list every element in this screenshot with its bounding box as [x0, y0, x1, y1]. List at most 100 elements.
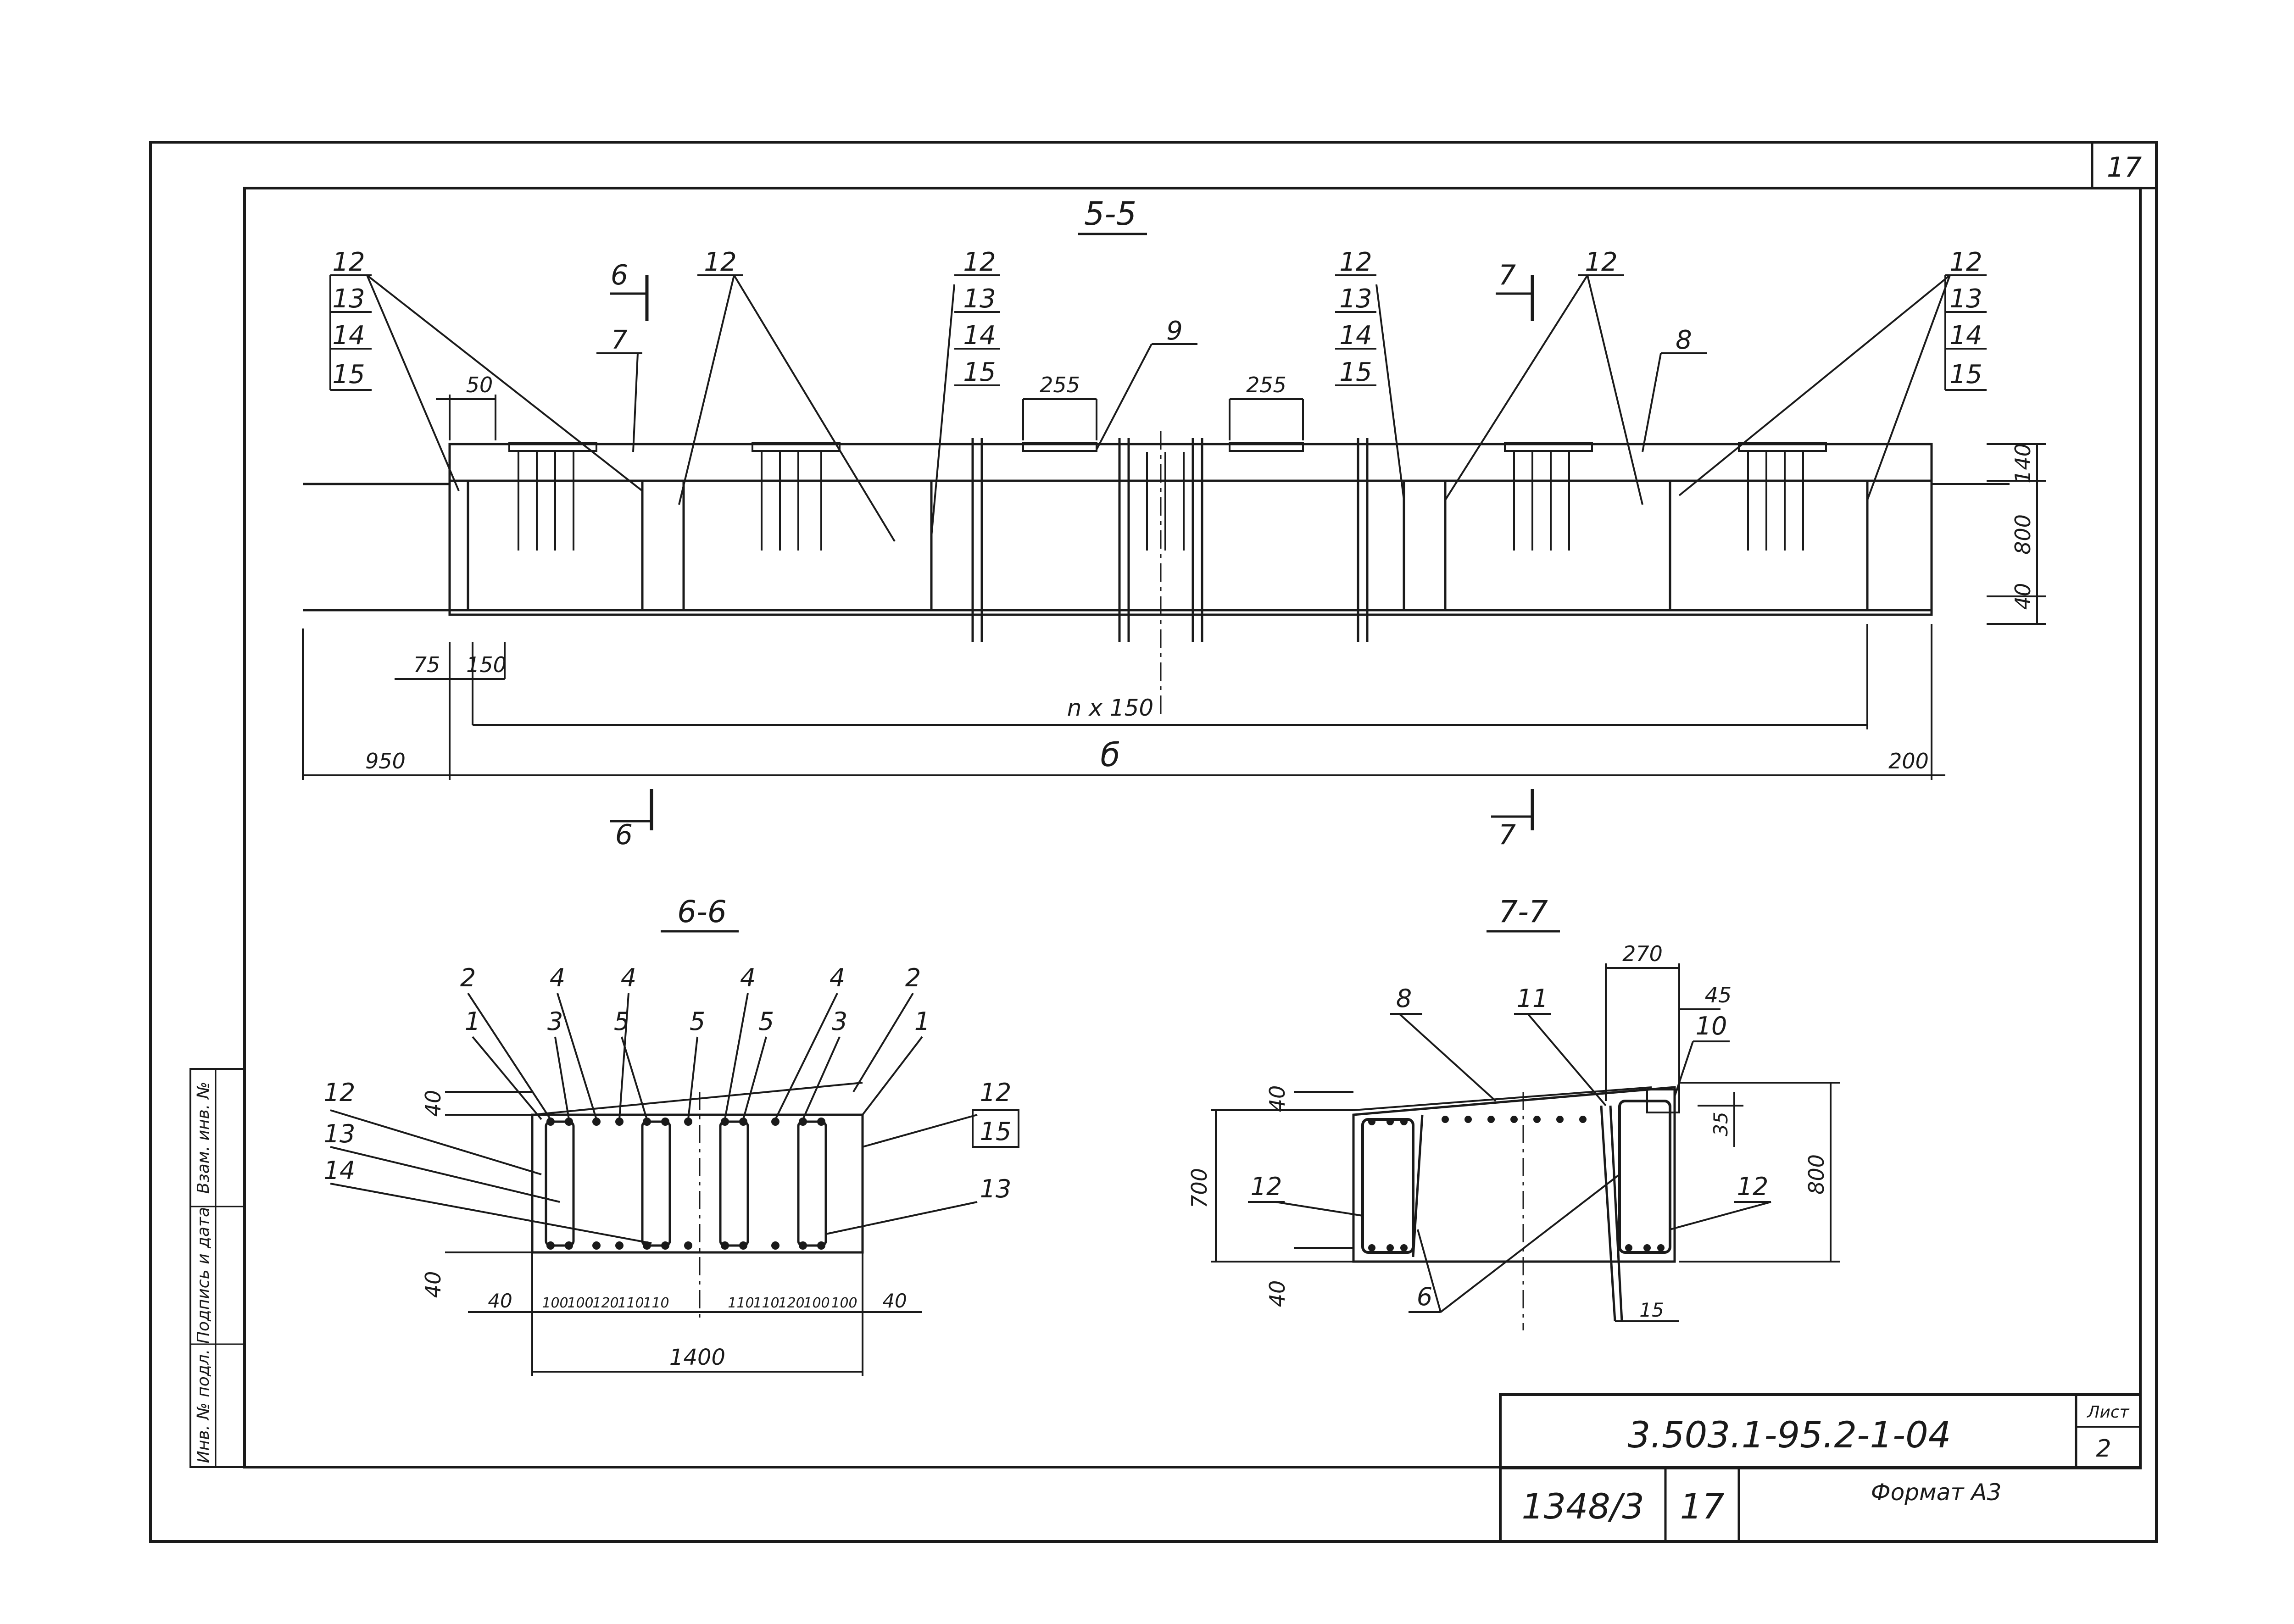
cut-marker-6-top: 6 [610, 259, 649, 321]
s6-bdim-2: 100 [542, 1295, 568, 1311]
s7-dim-700: 700 [1187, 1168, 1212, 1208]
s6-top-label-6: 2 [905, 963, 921, 992]
s6-right-label-1: 12 [980, 1078, 1012, 1107]
beam-top-slab [448, 443, 1933, 482]
section-6-dimensions [445, 1091, 922, 1376]
section-5-title: 5-5 [1084, 195, 1136, 233]
cut-6-bottom-label: 6 [615, 819, 633, 851]
stamp-field-2: Подпись и дата [194, 1207, 213, 1344]
dim-b: б [1100, 736, 1120, 774]
label-12a: 12 [704, 247, 736, 277]
cut-marker-7-bottom: 7 [1491, 789, 1534, 851]
s6-bdim-12: 40 [882, 1290, 907, 1312]
sheet-value: 2 [2096, 1435, 2111, 1463]
s7-dim-15: 15 [1639, 1299, 1664, 1321]
dim-200: 200 [1888, 749, 1929, 773]
s7-label-11: 11 [1517, 984, 1548, 1013]
s6-dim-40-top: 40 [421, 1090, 445, 1117]
format-label: Формат А3 [1871, 1479, 2002, 1506]
section-6-top-slope [532, 1082, 863, 1116]
s6-label-2-2: 3 [547, 1007, 563, 1036]
callout-mid-1: 12 [963, 247, 996, 277]
plate-2 [752, 442, 841, 452]
s6-bdim-10: 100 [803, 1295, 830, 1311]
s6-bdim-1: 40 [488, 1290, 512, 1312]
doc-code: 3.503.1-95.2-1-04 [1628, 1415, 1951, 1456]
label-8: 8 [1676, 325, 1692, 355]
label-9: 9 [1166, 316, 1183, 346]
section-6-top-bars [546, 1118, 825, 1126]
s7-dim-40-bot: 40 [1265, 1280, 1290, 1307]
s6-label-2-4: 5 [690, 1007, 705, 1036]
section-7-plate-10 [1646, 1089, 1680, 1113]
s6-top-label-3: 4 [621, 963, 636, 992]
sheet-number-box [2091, 141, 2158, 189]
callout-center-3: 14 [1339, 321, 1372, 350]
callout-stack-mid: 12 13 14 15 [954, 247, 1000, 387]
cut-marker-7-top: 7 [1496, 259, 1534, 321]
callout-center-4: 15 [1339, 357, 1372, 387]
inner-frame [243, 187, 2142, 1468]
section-7-top-slope [1353, 1086, 1652, 1111]
callout-right-3: 14 [1949, 321, 1982, 350]
s6-bdim-9: 120 [778, 1295, 804, 1311]
s6-top-label-5: 4 [830, 963, 845, 992]
cut-marker-6-bottom: 6 [610, 789, 653, 851]
callout-stack-center: 12 13 14 15 [1335, 247, 1376, 387]
cut-7-top-label: 7 [1498, 259, 1516, 291]
dim-800: 800 [2010, 514, 2035, 555]
stamp-field-1: Инв. № подл. [194, 1349, 213, 1463]
section-6-second-label-row: 1 3 5 5 5 3 1 [465, 1007, 930, 1036]
plate-3 [1022, 442, 1097, 452]
title-block: 3.503.1-95.2-1-04 Лист 2 1348/3 17 Форма… [1499, 1393, 2142, 1541]
stirrups [467, 481, 1869, 610]
s6-bdim-5: 110 [618, 1295, 644, 1311]
plate-5 [1504, 442, 1593, 452]
break-lines [971, 438, 1369, 642]
s6-label-2-7: 1 [914, 1007, 930, 1036]
section-7-bottom-bars [1368, 1244, 1665, 1251]
s6-label-2-5: 5 [758, 1007, 774, 1036]
section-6-bottom-dims: 40 100 100 120 110 110 110 110 120 100 1… [488, 1290, 907, 1312]
dim-255b: 255 [1246, 373, 1286, 397]
sheet-number: 17 [2107, 151, 2142, 184]
dim-40: 40 [2010, 583, 2035, 610]
s7-dim-45: 45 [1705, 983, 1732, 1007]
section-7-title: 7-7 [1498, 894, 1548, 929]
section-5-dimensions [302, 395, 2046, 780]
section-6-stirrups [545, 1120, 827, 1247]
side-stamp: Инв. № подл. Подпись и дата Взам. инв. № [189, 1068, 245, 1468]
section-7-leaders [1275, 1013, 1771, 1313]
callout-mid-2: 13 [963, 284, 996, 314]
section-6-top-label-row: 2 4 4 4 4 2 [460, 963, 921, 992]
section-7-top-bars [1368, 1116, 1587, 1125]
s6-right-label-3: 13 [980, 1174, 1012, 1203]
s6-left-label-3: 14 [324, 1156, 356, 1185]
s7-dim-800: 800 [1804, 1154, 1829, 1195]
section-6-title: 6-6 [677, 894, 727, 929]
s6-bdim-7: 110 [728, 1295, 754, 1311]
s6-top-label-1: 2 [460, 963, 476, 992]
callout-left-2: 13 [332, 284, 365, 314]
callout-center-2: 13 [1339, 284, 1372, 314]
callout-left-3: 14 [332, 321, 365, 350]
section-6-bottom-bars [546, 1241, 825, 1250]
s6-bdim-11: 100 [831, 1295, 857, 1311]
s6-top-label-2: 4 [550, 963, 565, 992]
label-12b: 12 [1585, 247, 1617, 277]
callout-mid-4: 15 [963, 357, 996, 387]
s6-left-label-2: 13 [324, 1119, 356, 1148]
s7-label-10: 10 [1696, 1012, 1727, 1040]
s7-dim-35: 35 [1709, 1112, 1732, 1136]
s7-label-8: 8 [1396, 984, 1412, 1013]
s6-bdim-8: 110 [753, 1295, 779, 1311]
callout-center-1: 12 [1339, 247, 1372, 277]
stamp-field-3: Взам. инв. № [194, 1082, 213, 1194]
label-7: 7 [611, 325, 628, 355]
section-7-stirrup-left [1361, 1118, 1414, 1254]
cut-6-top-label: 6 [611, 259, 628, 291]
callout-left-4: 15 [332, 360, 365, 389]
s7-label-12-left: 12 [1251, 1172, 1282, 1201]
callout-stack-right: 12 13 14 15 [1944, 247, 1987, 391]
